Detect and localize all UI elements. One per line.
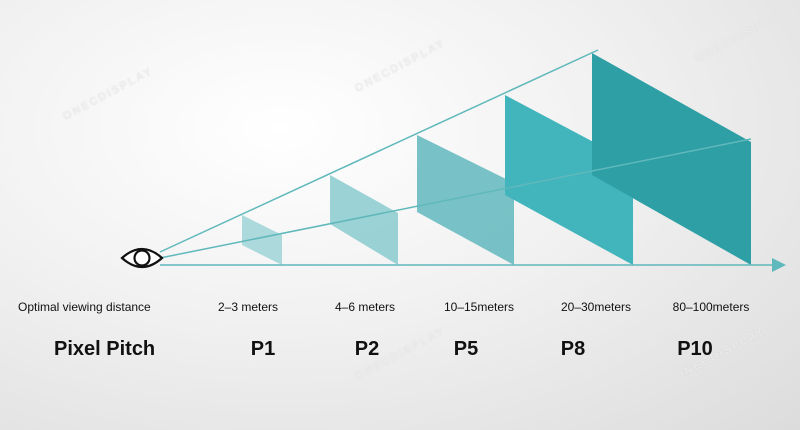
- sight-line-upper: [159, 49, 599, 253]
- distance-p2: 4–6 meters: [334, 300, 396, 314]
- pitch-p10: P10: [677, 338, 713, 360]
- panel-p10: [592, 53, 751, 265]
- pitch-p1: P1: [250, 338, 276, 360]
- distance-p10: 80–100meters: [672, 300, 750, 314]
- panel-p2: [330, 175, 398, 265]
- pitch-p8: P8: [560, 338, 586, 360]
- pixel-pitch-row-label: Pixel Pitch: [54, 338, 156, 360]
- distance-p8: 20–30meters: [560, 300, 632, 314]
- distance-row-label: Optimal viewing distance: [18, 300, 151, 314]
- arrowhead-icon: [772, 258, 786, 272]
- sight-line-middle: [159, 138, 752, 259]
- distance-p1: 2–3 meters: [217, 300, 279, 314]
- distance-p5: 10–15meters: [443, 300, 515, 314]
- pitch-p2: P2: [354, 338, 380, 360]
- pitch-p5: P5: [453, 338, 479, 360]
- panel-p1: [242, 215, 282, 265]
- eye-icon: [120, 247, 164, 269]
- panel-p8: [505, 95, 633, 265]
- panel-p5: [417, 135, 514, 265]
